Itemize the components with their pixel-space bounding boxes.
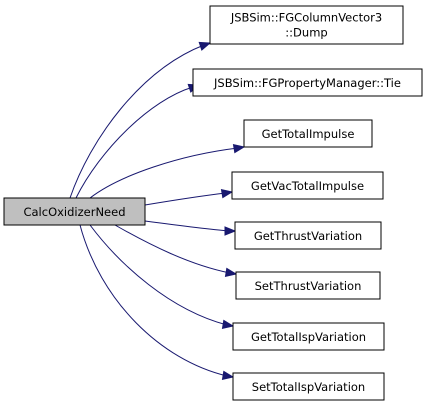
arrowhead-icon [198, 41, 212, 51]
edge-to-fgcolumnvector3-dump [69, 44, 205, 199]
callee-node-label: SetThrustVariation [255, 279, 362, 293]
root-node-label: CalcOxidizerNeed [23, 205, 125, 219]
callee-node-getvactotalimpulse[interactable]: GetVacTotalImpulse [231, 171, 384, 200]
callee-node-label: SetTotalIspVariation [252, 380, 365, 394]
edge-to-gettotalispvariation [89, 224, 228, 326]
edge-to-setthrustvariation [114, 224, 231, 274]
arrowhead-icon [224, 226, 237, 236]
callee-node-label-line-2: ::Dump [285, 26, 327, 40]
callee-node-label: GetTotalIspVariation [251, 330, 366, 344]
edge-to-getvactotalimpulse [144, 192, 227, 206]
arrowhead-icon [232, 144, 246, 154]
arrowhead-icon [221, 319, 235, 329]
callee-node-getthrustvariation[interactable]: GetThrustVariation [234, 221, 382, 250]
edge-to-settotalispvariation [79, 224, 228, 377]
callee-node-fgcolumnvector3-dump[interactable]: JSBSim::FGColumnVector3 ::Dump [209, 5, 404, 45]
edge-to-getthrustvariation [144, 220, 230, 232]
callee-node-label: GetTotalImpulse [262, 127, 355, 141]
edge-to-fgpropertymanager-tie [75, 86, 194, 199]
root-node[interactable]: CalcOxidizerNeed [3, 197, 146, 226]
callee-node-label: GetVacTotalImpulse [251, 179, 364, 193]
callee-node-label: GetThrustVariation [254, 229, 362, 243]
callee-node-setthrustvariation[interactable]: SetThrustVariation [235, 271, 381, 300]
callee-node-settotalispvariation[interactable]: SetTotalIspVariation [232, 372, 385, 401]
callee-node-label: JSBSim::FGPropertyManager::Tie [213, 76, 401, 90]
arrowhead-icon [224, 267, 238, 277]
arrowhead-icon [220, 189, 234, 199]
callee-node-gettotalimpulse[interactable]: GetTotalImpulse [243, 119, 373, 148]
edge-to-gettotalimpulse [89, 147, 239, 199]
arrowhead-icon [221, 370, 235, 380]
callee-node-label-line-1: JSBSim::FGColumnVector3 [230, 11, 382, 25]
callee-node-fgpropertymanager-tie[interactable]: JSBSim::FGPropertyManager::Tie [192, 68, 423, 97]
callee-node-gettotalispvariation[interactable]: GetTotalIspVariation [232, 322, 385, 351]
